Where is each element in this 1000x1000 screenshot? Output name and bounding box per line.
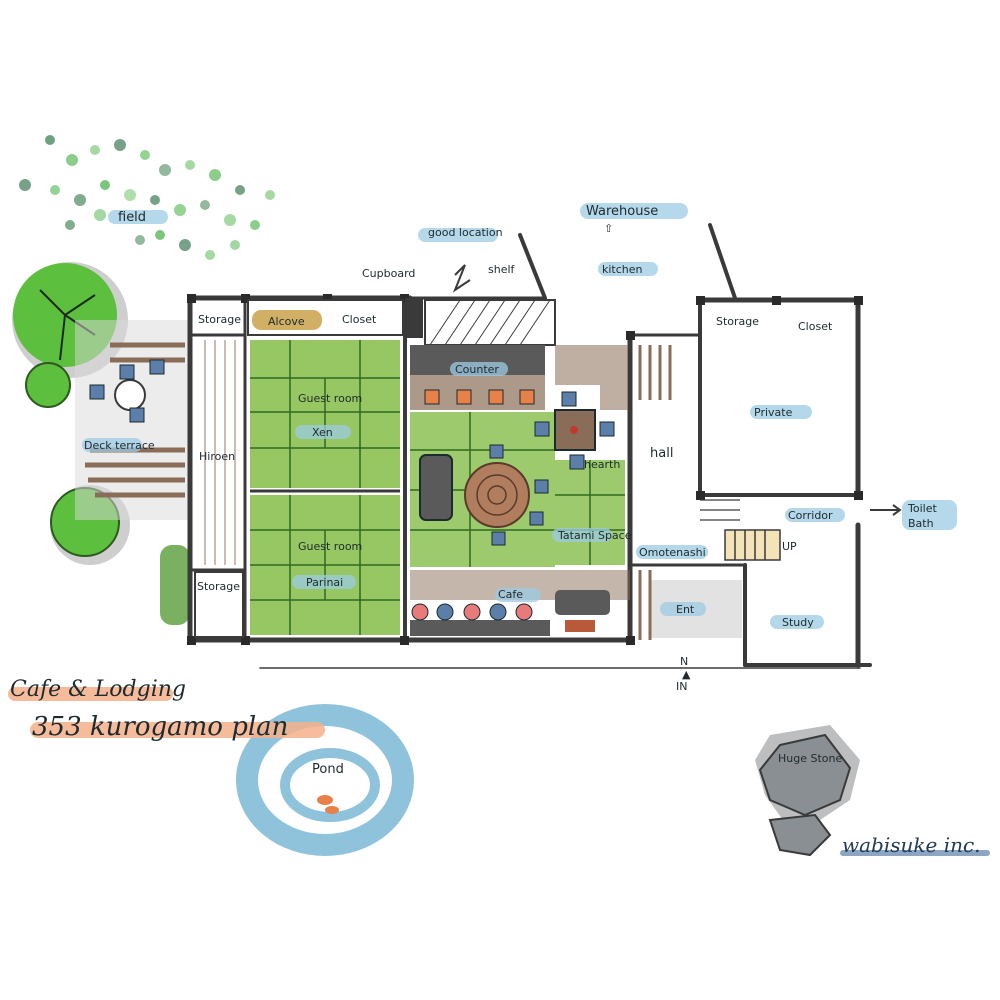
label-deck-terrace: Deck terrace bbox=[84, 439, 155, 452]
cafe-seating bbox=[410, 590, 610, 636]
shrub-left bbox=[160, 545, 190, 625]
label-cafe: Cafe bbox=[498, 588, 523, 601]
corridor-hatch bbox=[700, 499, 902, 521]
label-bath: Bath bbox=[908, 517, 934, 530]
compass-north: N bbox=[680, 655, 688, 668]
label-good-location: good location bbox=[428, 226, 503, 239]
compass-arrow: ▲ bbox=[682, 668, 691, 681]
kitchen-hatch bbox=[424, 264, 556, 346]
hearth-table bbox=[534, 391, 615, 470]
label-hall: hall bbox=[650, 446, 673, 461]
label-pond: Pond bbox=[312, 762, 344, 777]
label-tatami-space: Tatami Space bbox=[557, 529, 632, 542]
warehouse-arrow: ⇧ bbox=[604, 222, 613, 235]
label-storage-sw: Storage bbox=[197, 580, 240, 593]
label-guest-room-2-name: Parinai bbox=[306, 576, 343, 589]
label-guest-room-2: Guest room bbox=[298, 540, 362, 553]
label-highlights bbox=[82, 203, 957, 629]
cafe-counter bbox=[410, 345, 545, 410]
label-ent: Ent bbox=[676, 603, 695, 616]
signature-underline bbox=[840, 850, 990, 856]
title-line-2: 353 kurogamo plan bbox=[32, 712, 288, 742]
hiroen-corridor bbox=[195, 340, 243, 565]
label-study: Study bbox=[782, 616, 814, 629]
cafe-floor bbox=[410, 412, 625, 567]
label-closet-n: Closet bbox=[342, 313, 377, 326]
label-private: Private bbox=[754, 406, 793, 419]
label-storage-ne: Storage bbox=[716, 315, 759, 328]
label-shelf: shelf bbox=[488, 263, 516, 276]
label-in: IN bbox=[676, 680, 687, 693]
label-counter: Counter bbox=[455, 363, 499, 376]
pond bbox=[236, 704, 414, 856]
stairs bbox=[724, 529, 781, 561]
label-omotenashi: Omotenashi bbox=[639, 546, 706, 559]
label-cupboard: Cupboard bbox=[362, 267, 415, 280]
label-hearth: hearth bbox=[584, 458, 620, 471]
sw-storage bbox=[194, 571, 244, 638]
label-warehouse: Warehouse bbox=[586, 204, 658, 219]
label-alcove: Alcove bbox=[268, 315, 305, 328]
label-guest-room-1-name: Xen bbox=[312, 426, 333, 439]
label-guest-room-1: Guest room bbox=[298, 392, 362, 405]
wall-posts bbox=[187, 294, 863, 645]
label-up: UP bbox=[782, 540, 797, 553]
title-highlights bbox=[8, 687, 325, 738]
tatami-guest-rooms bbox=[250, 340, 400, 635]
label-closet-ne: Closet bbox=[798, 320, 833, 333]
label-corridor: Corridor bbox=[788, 509, 833, 522]
deck-terrace bbox=[75, 320, 190, 520]
label-toilet: Toilet bbox=[907, 502, 937, 515]
nw-storage-band bbox=[247, 298, 423, 338]
label-hiroen: Hiroen bbox=[199, 450, 235, 463]
label-kitchen: kitchen bbox=[602, 263, 643, 276]
field-dots bbox=[19, 135, 275, 260]
label-storage-nw: Storage bbox=[198, 313, 241, 326]
label-huge-stone: Huge Stone bbox=[778, 752, 842, 765]
huge-stone bbox=[755, 725, 860, 857]
title-line-1: Cafe & Lodging bbox=[10, 677, 186, 702]
label-field: field bbox=[118, 210, 146, 225]
signature: wabisuke inc. bbox=[842, 833, 981, 857]
